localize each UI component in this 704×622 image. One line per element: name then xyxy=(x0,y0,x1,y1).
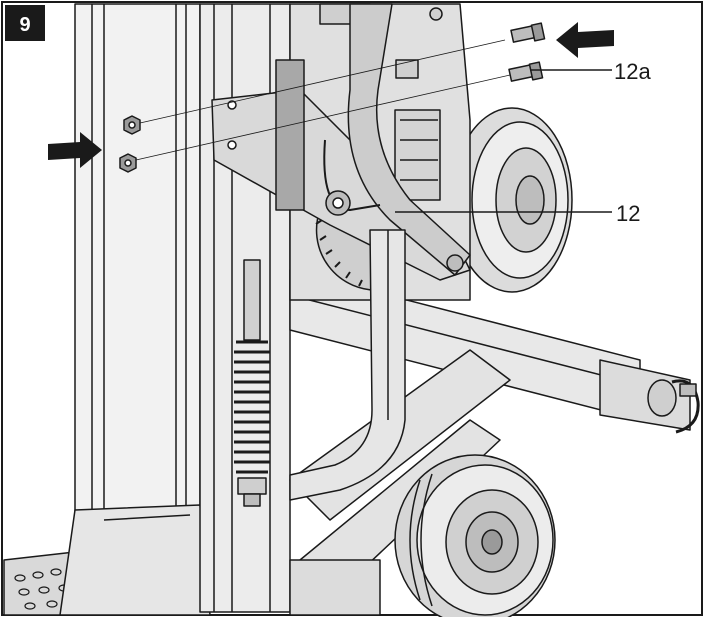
screw-lower xyxy=(508,61,544,82)
figure-number: 9 xyxy=(19,14,30,36)
right-arrow-icon xyxy=(48,132,102,168)
support-pipe xyxy=(289,229,406,501)
screw-upper xyxy=(510,22,546,43)
fasteners xyxy=(119,22,546,173)
drive-pulley xyxy=(451,107,573,293)
nut-lower xyxy=(119,153,137,173)
transport-wheel xyxy=(394,454,556,622)
return-spring xyxy=(234,259,270,507)
drawing-area xyxy=(3,3,700,622)
upper-pivot xyxy=(395,7,443,79)
main-column xyxy=(59,3,211,616)
callout-12: 12 xyxy=(616,201,640,226)
left-arrow-icon xyxy=(556,22,614,58)
figure-number-badge xyxy=(5,5,45,41)
lever-arm xyxy=(323,3,471,276)
callout-12a: 12a xyxy=(614,59,651,84)
nut-upper xyxy=(123,115,141,135)
